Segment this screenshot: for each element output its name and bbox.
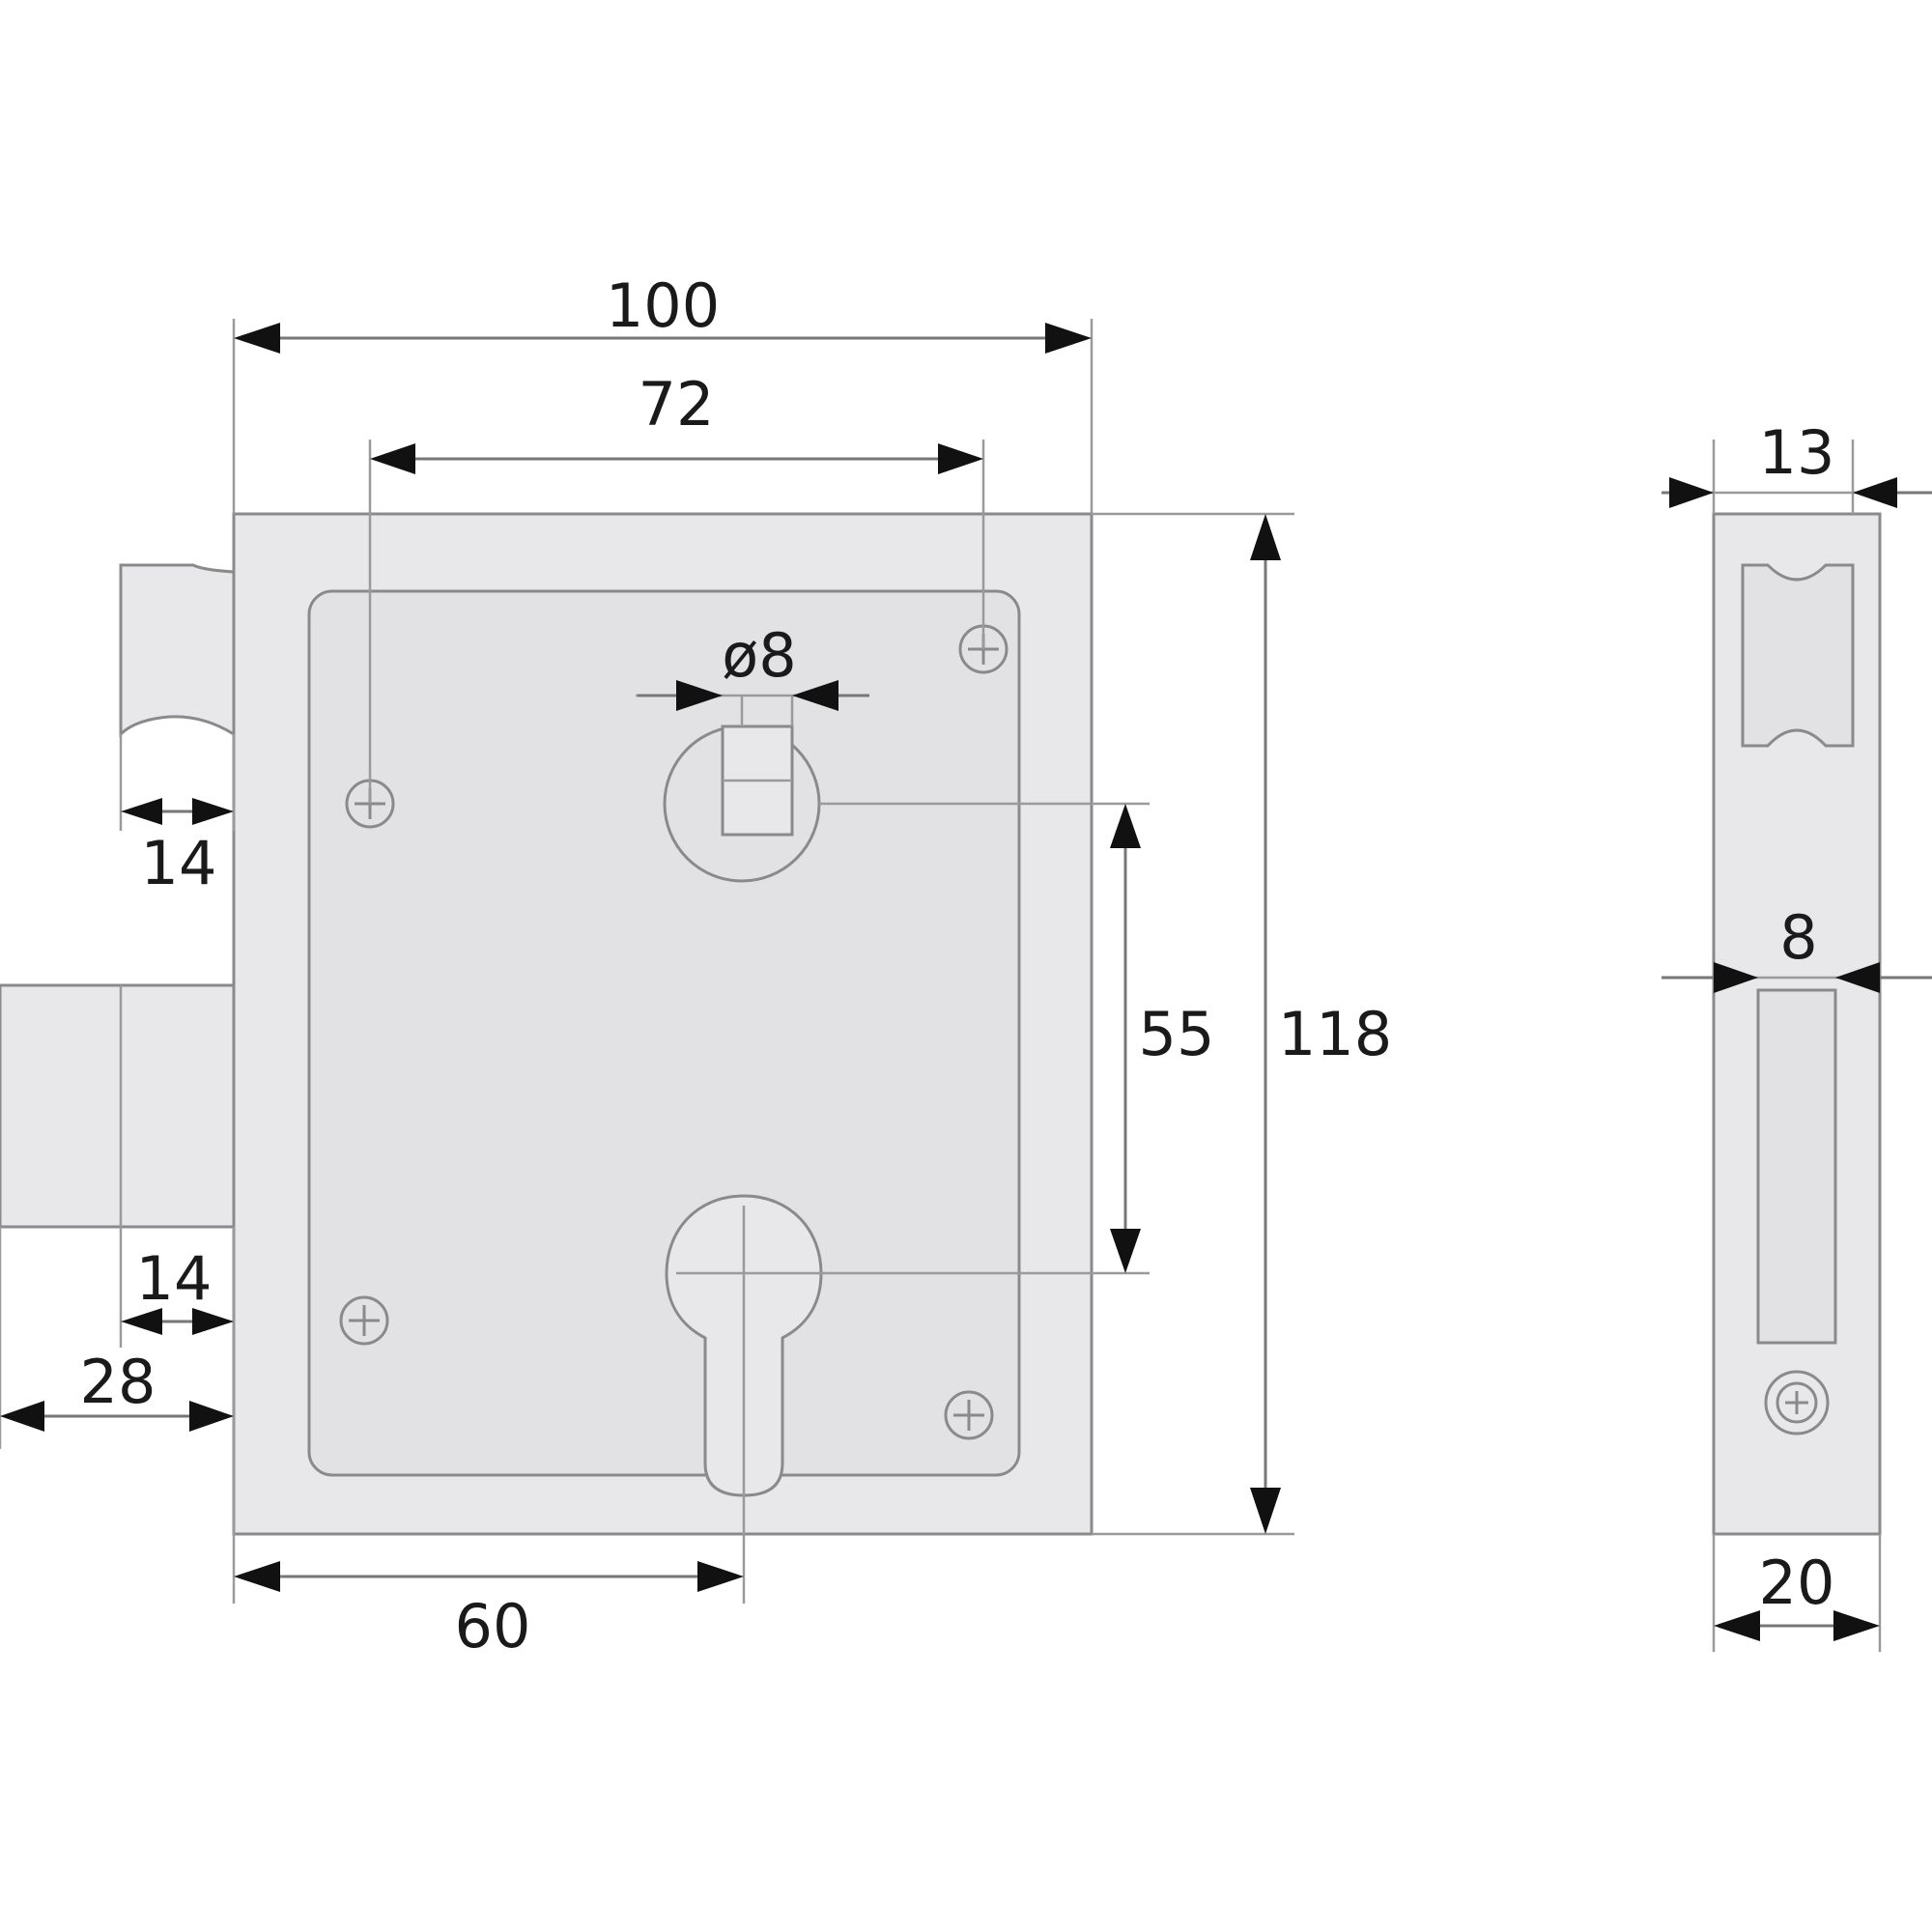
dimension-d8: ø8 [638,620,869,711]
dim-label-faceplate-width: 13 [1759,417,1835,488]
dimension-72: 72 [370,369,983,474]
dimension-13: 13 [1662,417,1932,508]
screw-bottom-right [944,1390,994,1440]
dimension-bolt-14: 14 [121,1243,234,1335]
lock-front-view [0,512,1094,1604]
dim-label-screw-spacing: 72 [639,369,715,440]
dim-label-center-distance: 55 [1139,999,1215,1069]
dim-label-overall-height: 118 [1278,999,1392,1069]
dim-label-slot-width: 8 [1779,902,1817,973]
dim-label-case-depth: 20 [1759,1548,1835,1618]
dim-label-latch-throw: 14 [141,828,217,898]
dim-label-spindle-diameter: ø8 [722,620,796,691]
dim-label-overall-width: 100 [606,270,720,341]
lock-side-view [1712,512,1882,1536]
dimension-55: 55 [1110,804,1214,1273]
extension-lines [0,319,1932,1652]
latch-profile [1741,563,1855,748]
dim-label-backset: 60 [455,1591,531,1662]
dimension-8: 8 [1662,902,1932,993]
dimension-20: 20 [1714,1548,1880,1641]
dimension-28: 28 [0,1347,234,1432]
bolt-slot [1756,988,1837,1345]
cover-plate [307,589,1021,1477]
dimension-100: 100 [234,270,1092,354]
dimension-latch-14: 14 [121,798,234,898]
spindle-hole [663,724,821,883]
screw-bottom-left [339,1295,389,1346]
dim-label-bolt-length: 28 [80,1347,156,1417]
dead-bolt [0,983,236,1229]
dim-label-bolt-throw: 14 [136,1243,213,1314]
side-screw [1764,1370,1830,1435]
dimension-118: 118 [1250,514,1392,1534]
latch-bolt [119,563,236,738]
dimension-60: 60 [234,1561,744,1662]
